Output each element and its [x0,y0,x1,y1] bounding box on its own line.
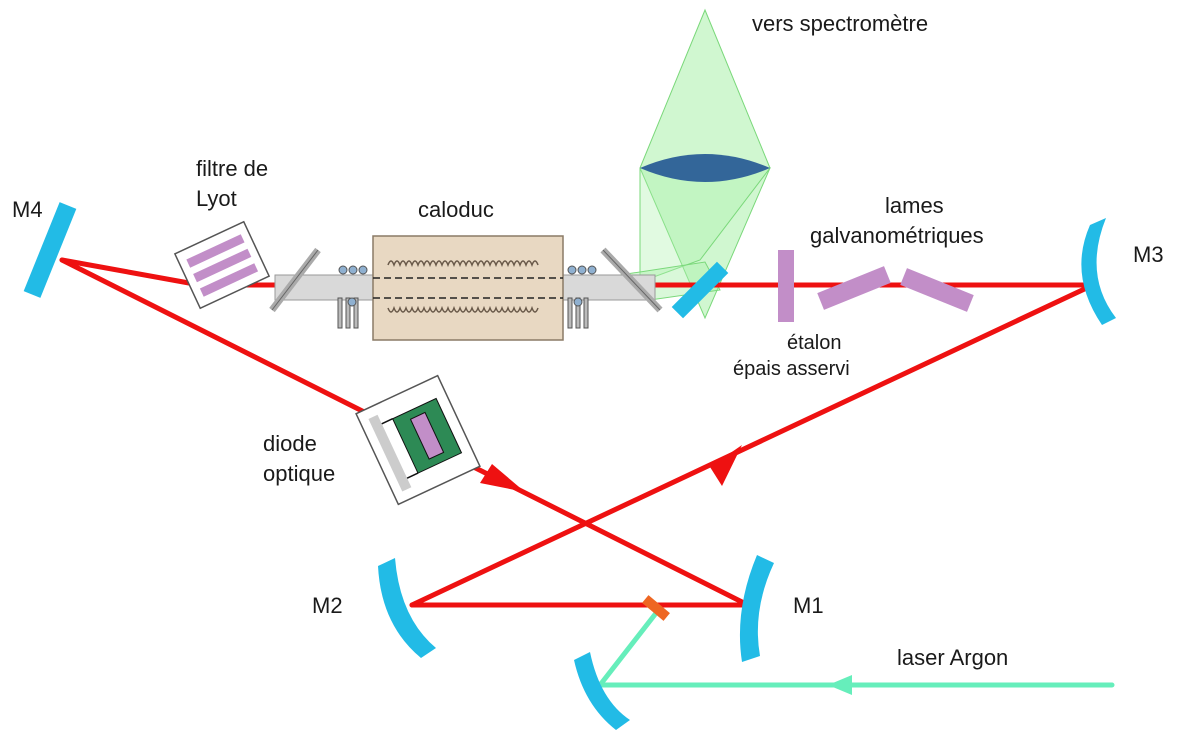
heatpipe [269,235,663,341]
label-etalon-line1: étalon [787,332,842,354]
thick-etalon [778,250,794,322]
heatpipe-body [372,235,564,341]
mirror-m2 [378,558,436,658]
pump-steering-mirror [642,595,670,621]
pump-beam [597,605,1115,695]
collecting-lens [640,154,770,182]
output-pickoff-plate [671,261,729,319]
label-lyot-filter-line2: Lyot [196,186,237,211]
heater-coil-bottom [387,305,539,313]
mirror-m1 [739,555,774,662]
label-diode-line2: optique [263,461,335,486]
beam-direction-arrow-1 [480,464,525,492]
optical-diode [355,374,481,506]
galvo-plate-2 [900,268,974,312]
pump-direction-arrow [828,675,852,695]
label-spectrometer: vers spectromètre [752,11,928,36]
label-galvo-line2: galvanométriques [810,223,984,248]
label-lyot-filter-line1: filtre de [196,156,268,181]
lyot-filter [173,220,271,310]
heater-coil-top [387,260,539,268]
galvo-plate-1 [817,266,891,310]
label-diode-line1: diode [263,431,317,456]
label-heatpipe: caloduc [418,197,494,222]
beam-direction-arrow-2 [710,445,742,486]
label-m3: M3 [1133,242,1164,267]
label-m2: M2 [312,593,343,618]
pump-focus-mirror [574,652,630,730]
mirror-m4 [23,202,77,298]
label-galvo-line1: lames [885,193,944,218]
label-m4: M4 [12,197,43,222]
label-m1: M1 [793,593,824,618]
mirror-m3 [1081,218,1116,325]
label-pump-laser: laser Argon [897,645,1008,670]
label-etalon-line2: épais asservi [733,358,850,380]
